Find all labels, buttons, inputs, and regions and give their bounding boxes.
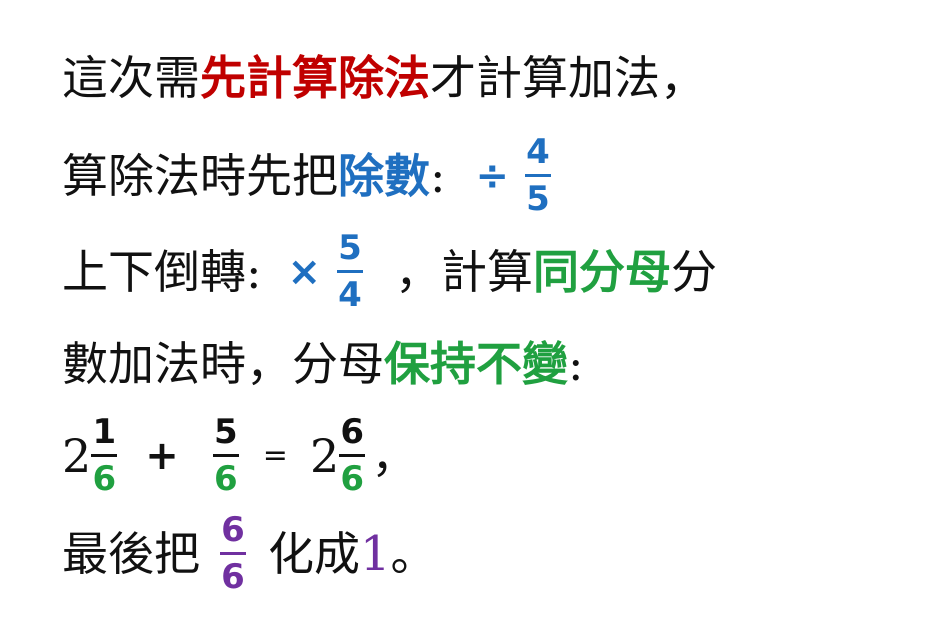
divide-sign: ÷	[475, 152, 510, 199]
line-2-colon: :	[430, 148, 446, 203]
line-5-equation: 2 1 6 + 5 6 = 2 6 6 ，	[62, 412, 417, 499]
fraction-six-sixths: 6 6	[339, 412, 366, 499]
fraction-numerator: 1	[92, 412, 117, 452]
line-2-highlight-divisor: 除數	[338, 148, 430, 203]
fraction-numerator: 5	[338, 228, 362, 268]
fraction-denominator: 6	[92, 459, 117, 499]
fraction-one-sixth: 1 6	[91, 412, 118, 499]
line-1: 這次需 先計算除法 才計算加法，	[62, 48, 706, 108]
whole-number: 2	[62, 428, 92, 483]
fraction-bar	[525, 174, 552, 177]
fraction-numerator: 6	[221, 510, 245, 550]
fraction-bar	[91, 454, 118, 457]
number-one: 1	[360, 525, 391, 582]
equals-sign: =	[262, 437, 288, 473]
line-4-colon: :	[568, 337, 584, 391]
plus-sign: +	[145, 432, 179, 479]
fraction-denominator: 6	[213, 459, 238, 499]
line-6: 最後把 6 6 化成 1 。	[62, 510, 437, 597]
fraction-numerator: 4	[526, 132, 550, 172]
line-1-text-a: 這次需	[62, 51, 200, 105]
line-1-text-c: 才計算加法，	[430, 51, 706, 105]
line-6-text-b: 化成	[268, 526, 360, 581]
fraction-denominator: 6	[221, 557, 245, 597]
line-2: 算除法時先把 除數 : ÷ 4 5	[62, 132, 557, 219]
fraction-denominator: 6	[340, 459, 365, 499]
fraction-six-sixths-final: 6 6	[220, 510, 246, 597]
line-3: 上下倒轉: × 5 4 ，計算 同分母 分	[62, 228, 717, 315]
fraction-five-fourths: 5 4	[337, 228, 364, 315]
fraction-four-fifths: 4 5	[525, 132, 552, 219]
fraction-five-sixths: 5 6	[212, 412, 239, 499]
line-2-text-a: 算除法時先把	[62, 148, 338, 203]
line-3-text-d: 分	[671, 244, 718, 299]
fraction-numerator: 5	[213, 412, 238, 452]
fraction-denominator: 4	[338, 275, 362, 315]
mixed-number-two-and-six-sixths: 2 6 6	[310, 412, 371, 499]
line-3-text-a: 上下倒轉:	[62, 244, 262, 299]
line-3-text-b: ，計算	[395, 244, 534, 299]
line-4: 數加法時，分母 保持不變 :	[62, 334, 584, 394]
line-4-text-a: 數加法時，分母	[62, 337, 384, 391]
mixed-number-two-and-one-sixth: 2 1 6	[62, 412, 123, 499]
fraction-denominator: 5	[526, 179, 550, 219]
line-3-highlight-same-denominator: 同分母	[533, 244, 672, 299]
line-4-highlight-keep-unchanged: 保持不變	[384, 337, 568, 391]
fraction-bar	[220, 552, 246, 555]
fraction-bar	[339, 454, 366, 457]
multiply-sign: ×	[287, 248, 322, 295]
fraction-bar	[337, 270, 364, 273]
line-6-period: 。	[390, 526, 437, 581]
fraction-bar	[212, 454, 239, 457]
whole-number: 2	[309, 428, 340, 483]
line-1-highlight-divide-first: 先計算除法	[200, 51, 430, 105]
line-6-text-a: 最後把	[62, 526, 200, 581]
fraction-numerator: 6	[340, 412, 365, 452]
line-5-comma: ，	[371, 428, 418, 483]
